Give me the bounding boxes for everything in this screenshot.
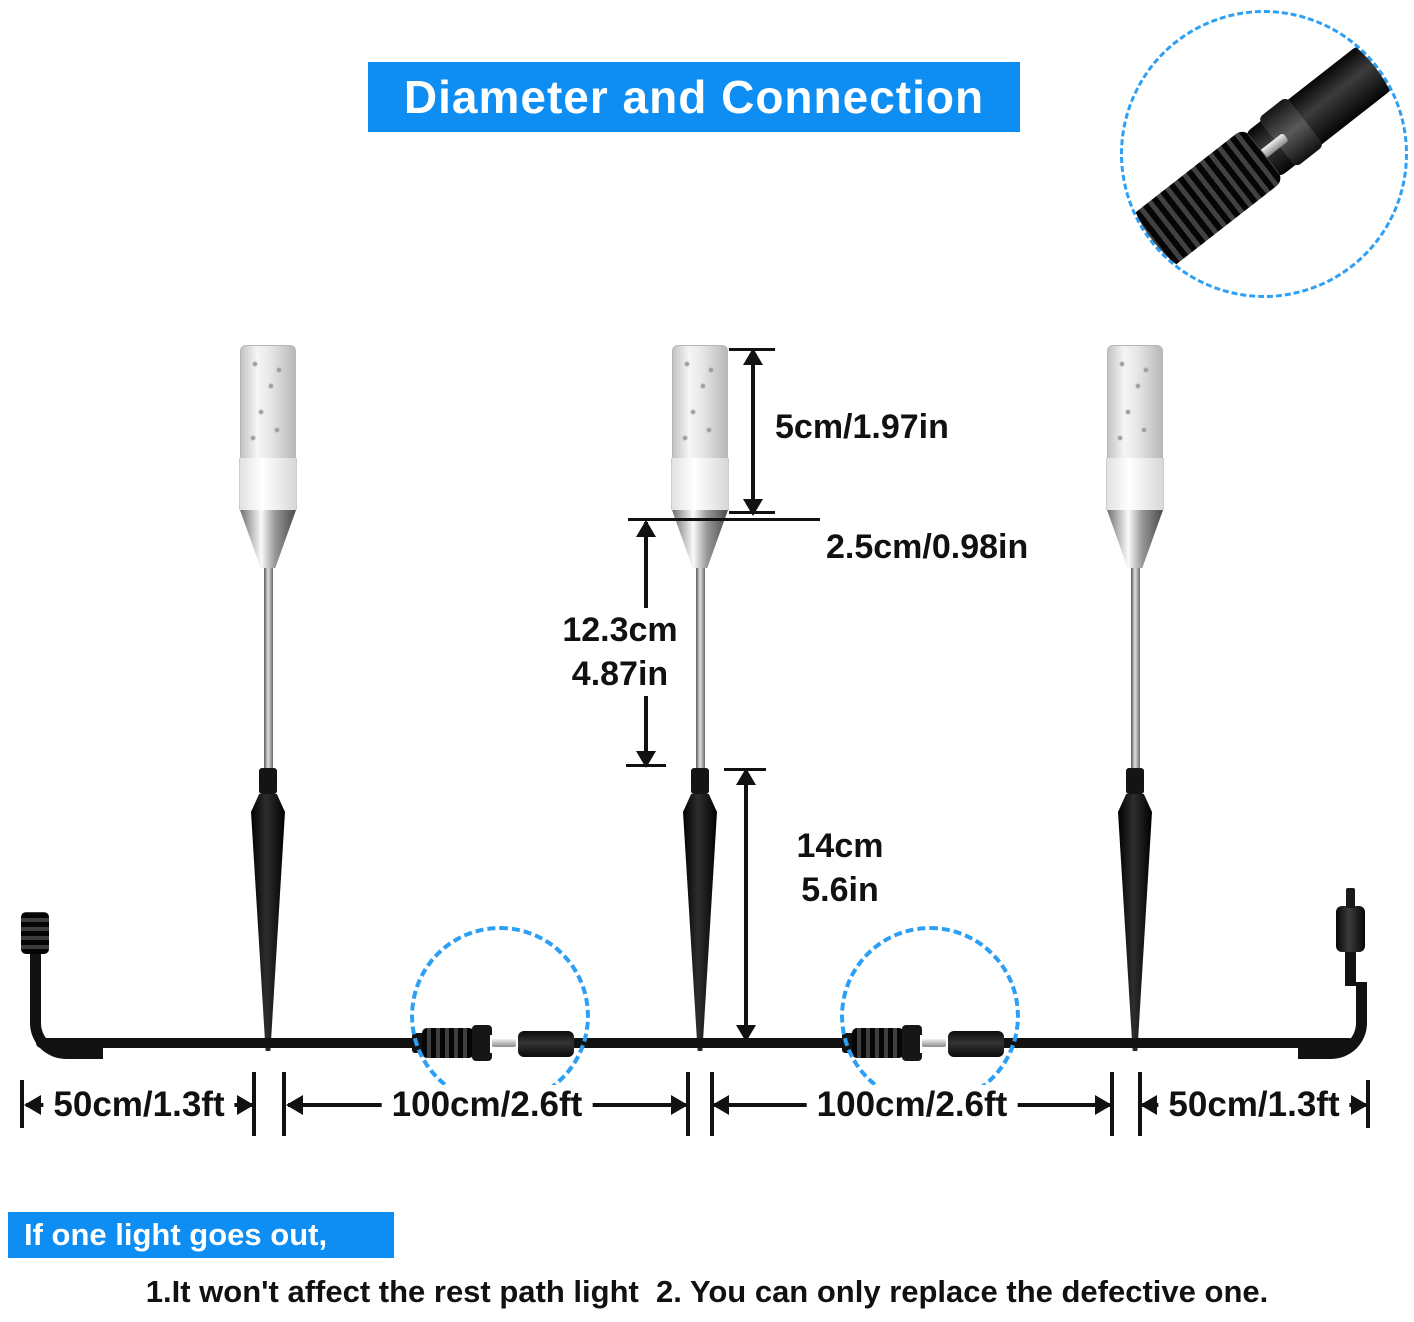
male-connector-icon: [1125, 127, 1285, 273]
white-diffuser: [671, 458, 729, 510]
dimension-tick: [20, 1080, 24, 1128]
cable-length-label-3: 100cm/2.6ft: [806, 1085, 1018, 1125]
ground-spike: [251, 794, 285, 1051]
dimension-tick: [1366, 1080, 1370, 1128]
pole-bottom-tick: [626, 764, 666, 767]
cone-diameter-label: 2.5cm/0.98in: [826, 528, 1029, 566]
dimension-tick: [1110, 1072, 1114, 1136]
metal-pole: [695, 568, 705, 768]
spike-height-cm: 14cm: [796, 827, 884, 865]
spike-height-in: 5.6in: [801, 871, 879, 909]
cable-length-arrow-4: 50cm/1.3ft: [1142, 1085, 1366, 1125]
pole-height-label: 12.3cm 4.87in: [554, 608, 686, 696]
main-cable: [36, 1038, 1354, 1048]
cable-stub-left: [30, 950, 41, 986]
tube-height-label: 5cm/1.97in: [775, 408, 949, 446]
path-light-2: [670, 345, 730, 1051]
cable-length-arrow-1: 50cm/1.3ft: [26, 1085, 252, 1125]
path-light-3: [1105, 345, 1165, 1051]
spike-height-label: 14cm 5.6in: [772, 824, 908, 912]
path-light-1: [238, 345, 298, 1051]
page-title: Diameter and Connection: [403, 71, 985, 123]
right-end-pin: [1346, 888, 1355, 908]
white-diffuser: [239, 458, 297, 510]
cable-stub-right: [1345, 948, 1356, 986]
cable-length-label-1: 50cm/1.3ft: [43, 1085, 235, 1125]
white-diffuser: [1106, 458, 1164, 510]
connector-highlight-circle-2: [840, 926, 1020, 1106]
spike-collar: [259, 768, 277, 794]
dimension-tick: [282, 1072, 286, 1136]
left-end-connector: [21, 912, 49, 954]
cable-corner-right: [1298, 982, 1367, 1059]
cable-length-arrow-3: 100cm/2.6ft: [714, 1085, 1110, 1125]
tube-height-arrow: [751, 350, 755, 514]
pole-height-in: 4.87in: [571, 655, 669, 693]
right-end-connector: [1336, 906, 1365, 952]
acrylic-bubble-tube: [240, 345, 296, 458]
connector-detail-circle: [1120, 10, 1408, 298]
ground-spike: [1118, 794, 1152, 1051]
spike-collar: [1126, 768, 1144, 794]
cable-length-label-4: 50cm/1.3ft: [1158, 1085, 1350, 1125]
chrome-base: [240, 510, 296, 568]
spike-height-arrow: [744, 770, 748, 1040]
dimension-tick: [252, 1072, 256, 1136]
acrylic-bubble-tube: [672, 345, 728, 458]
connector-highlight-circle-1: [410, 926, 590, 1106]
title-banner: Diameter and Connection: [368, 62, 1020, 132]
cable-corner-left: [30, 982, 103, 1059]
footer-note: 1.It won't affect the rest path light 2.…: [145, 1274, 1269, 1309]
spike-collar: [691, 768, 709, 794]
metal-pole: [263, 568, 273, 768]
cable-length-label-2: 100cm/2.6ft: [381, 1085, 593, 1125]
metal-pole: [1130, 568, 1140, 768]
pole-height-cm: 12.3cm: [562, 611, 678, 649]
footer-highlight: If one light goes out,: [8, 1212, 394, 1258]
chrome-base: [1107, 510, 1163, 568]
dimension-tick: [686, 1072, 690, 1136]
acrylic-bubble-tube: [1107, 345, 1163, 458]
cone-diameter-line: [628, 518, 820, 521]
cable-length-arrow-2: 100cm/2.6ft: [288, 1085, 686, 1125]
ground-spike: [683, 794, 717, 1051]
